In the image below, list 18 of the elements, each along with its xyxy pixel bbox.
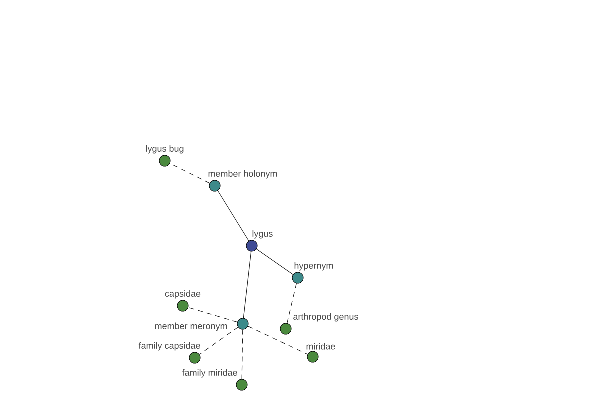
node-label: hypernym (294, 262, 334, 271)
connector-line (248, 326, 308, 355)
node-label: family capsidae (138, 342, 200, 351)
connector-line (199, 327, 239, 355)
node-label: lygus (252, 230, 273, 239)
connector-line (188, 307, 238, 323)
node-label: member meronym (155, 322, 228, 332)
node-label: lygus bug (146, 145, 184, 154)
connector-line (287, 283, 297, 324)
node-label: family miridae (182, 369, 238, 378)
connector-line (242, 329, 244, 380)
node-label: member holonym (208, 170, 278, 179)
node-label: capsidae (165, 290, 201, 299)
connector-line (243, 251, 252, 319)
connector-line (218, 190, 250, 242)
connector-line (256, 248, 294, 276)
node-label: arthropod genus (294, 313, 358, 322)
node-label: miridae (306, 343, 336, 350)
